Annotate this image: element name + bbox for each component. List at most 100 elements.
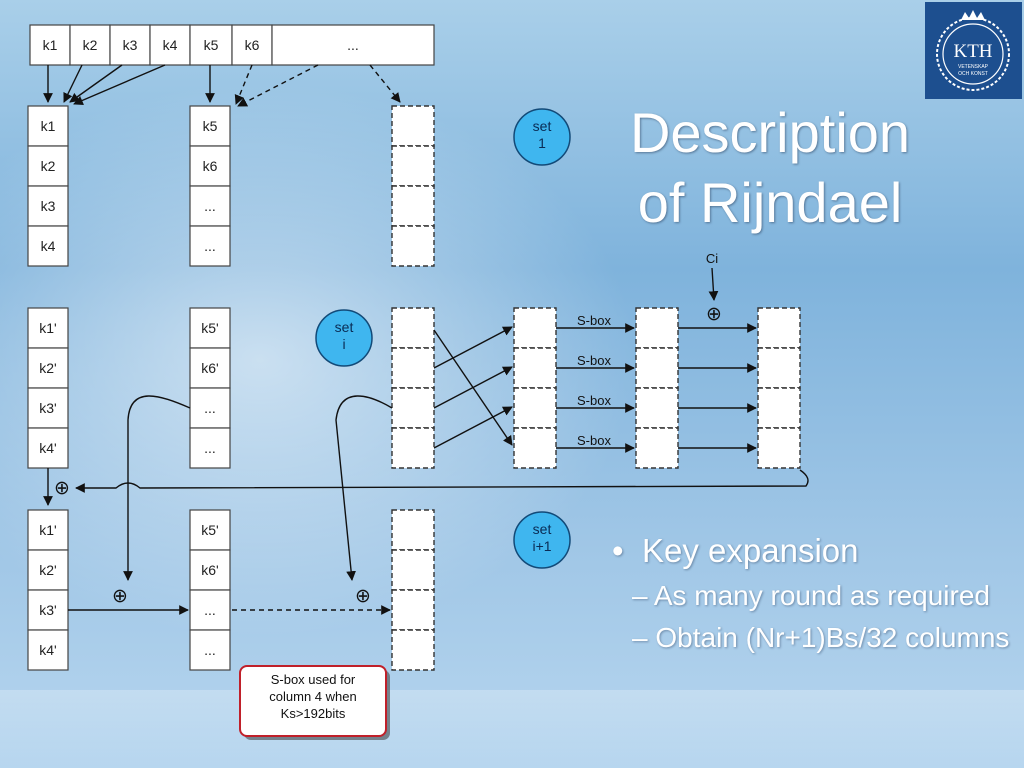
cell: [189, 307, 231, 349]
key-row: k1 k2 k3 k4 k5 k6 ...: [29, 24, 435, 66]
sub-bullet-item: – Obtain (Nr+1)Bs/32 columns: [632, 622, 1010, 653]
title-line-2: of Rijndael: [637, 171, 903, 234]
cell: [189, 225, 231, 267]
logo-sub1: VETENSKAP: [958, 64, 989, 70]
dashed-cell: [635, 387, 679, 429]
cell: [189, 387, 231, 429]
dashed-cell: [391, 629, 435, 671]
dashed-cell: [757, 387, 801, 429]
dashed-cell: [635, 347, 679, 389]
dashed-cell: [757, 347, 801, 389]
key-cell: [189, 24, 233, 66]
key-cell-label: k6: [245, 37, 260, 53]
key-cell: [29, 24, 71, 66]
cell-label: k3': [39, 400, 56, 416]
cell-label: k6: [203, 158, 218, 174]
cell-label: ...: [204, 198, 216, 214]
column-b-next: k5' k6' ... ...: [189, 509, 231, 671]
key-cell: [231, 24, 273, 66]
set-i-label: set: [335, 319, 354, 335]
cell-label: k1': [39, 522, 56, 538]
slide-title: Description of Rijndael: [560, 98, 980, 238]
sbox-label: S-box: [577, 313, 611, 328]
cell: [27, 549, 69, 591]
dashed-cell: [391, 225, 435, 267]
cell-label: k2': [39, 360, 56, 376]
dashed-cell: [635, 307, 679, 349]
key-row-arrows: [43, 64, 401, 107]
dashed-cell: [513, 427, 557, 469]
xor-symbol: ⊕: [112, 585, 128, 607]
title-line-1: Description: [629, 101, 911, 164]
cell: [189, 589, 231, 631]
dashed-cell: [391, 105, 435, 147]
sbox-label: S-box: [577, 393, 611, 408]
cell-label: ...: [204, 238, 216, 254]
rcon-stage: Ci ⊕: [678, 251, 757, 453]
cell-label: ...: [204, 602, 216, 618]
cell: [27, 225, 69, 267]
bullet-text: Key expansion: [642, 532, 859, 569]
cell-label: ...: [204, 400, 216, 416]
kth-logo-emblem: KTH VETENSKAP OCH KONST: [936, 10, 1010, 91]
key-cell: [109, 24, 151, 66]
cell-label: ...: [204, 440, 216, 456]
column-a-prime: k1' k2' k3' k4': [27, 307, 69, 469]
set-i-plus-1-number: i+1: [532, 538, 551, 554]
cell-label: k2: [41, 158, 56, 174]
dashed-cell: [391, 427, 435, 469]
cell: [189, 105, 231, 147]
rotword-arrows: [433, 326, 513, 449]
dashed-cell: [757, 307, 801, 349]
logo-sub2: OCH KONST: [958, 71, 988, 77]
key-cell-label: k3: [123, 37, 138, 53]
dashed-cell: [391, 549, 435, 591]
cell: [189, 185, 231, 227]
cell-label: k4': [39, 642, 56, 658]
cell-label: k2': [39, 562, 56, 578]
set-1-badge: set 1: [513, 108, 571, 166]
key-cell-label: k5: [204, 37, 219, 53]
cell: [27, 145, 69, 187]
logo-text: KTH: [953, 41, 992, 62]
cell-label: k4: [41, 238, 56, 254]
column-dashed-3: [513, 307, 557, 469]
dashed-cell: [513, 307, 557, 349]
key-cell-label: ...: [347, 37, 359, 53]
dashed-cell: [513, 387, 557, 429]
xor-symbol: ⊕: [355, 585, 371, 607]
set-1-label: set: [533, 118, 552, 134]
kth-logo: KTH VETENSKAP OCH KONST: [925, 2, 1022, 99]
cell-label: k6': [201, 360, 218, 376]
bullet-item: •Key expansion: [612, 532, 859, 569]
column-dashed-5: [757, 307, 801, 469]
feedback-path: ⊕: [43, 468, 809, 506]
cell-label: k5': [201, 320, 218, 336]
key-cell-label: k2: [83, 37, 98, 53]
column-b-prime: k5' k6' ... ...: [189, 307, 231, 469]
set-i-plus-1-label: set: [533, 521, 552, 537]
dashed-cell: [391, 307, 435, 349]
sbox-label: S-box: [577, 433, 611, 448]
dashed-cell: [391, 145, 435, 187]
cell: [27, 347, 69, 389]
set-i-plus-1-badge: set i+1: [513, 511, 571, 569]
set-i-number: i: [342, 336, 345, 352]
cell: [27, 629, 69, 671]
dashed-cell: [391, 185, 435, 227]
set-i-badge: set i: [315, 309, 373, 367]
cell-label: k6': [201, 562, 218, 578]
dashed-cell: [391, 387, 435, 429]
cell: [27, 307, 69, 349]
ci-label: Ci: [706, 251, 718, 266]
dashed-cell: [635, 427, 679, 469]
note-line-1: S-box used for: [271, 672, 356, 687]
cell-label: ...: [204, 642, 216, 658]
bullet-list: •Key expansion – As many round as requir…: [612, 530, 1017, 656]
column-dashed-6: [391, 509, 435, 671]
key-cell-label: k4: [163, 37, 178, 53]
dashed-cell: [757, 427, 801, 469]
column-b: k5 k6 ... ...: [189, 105, 231, 267]
key-cell: [271, 24, 435, 66]
